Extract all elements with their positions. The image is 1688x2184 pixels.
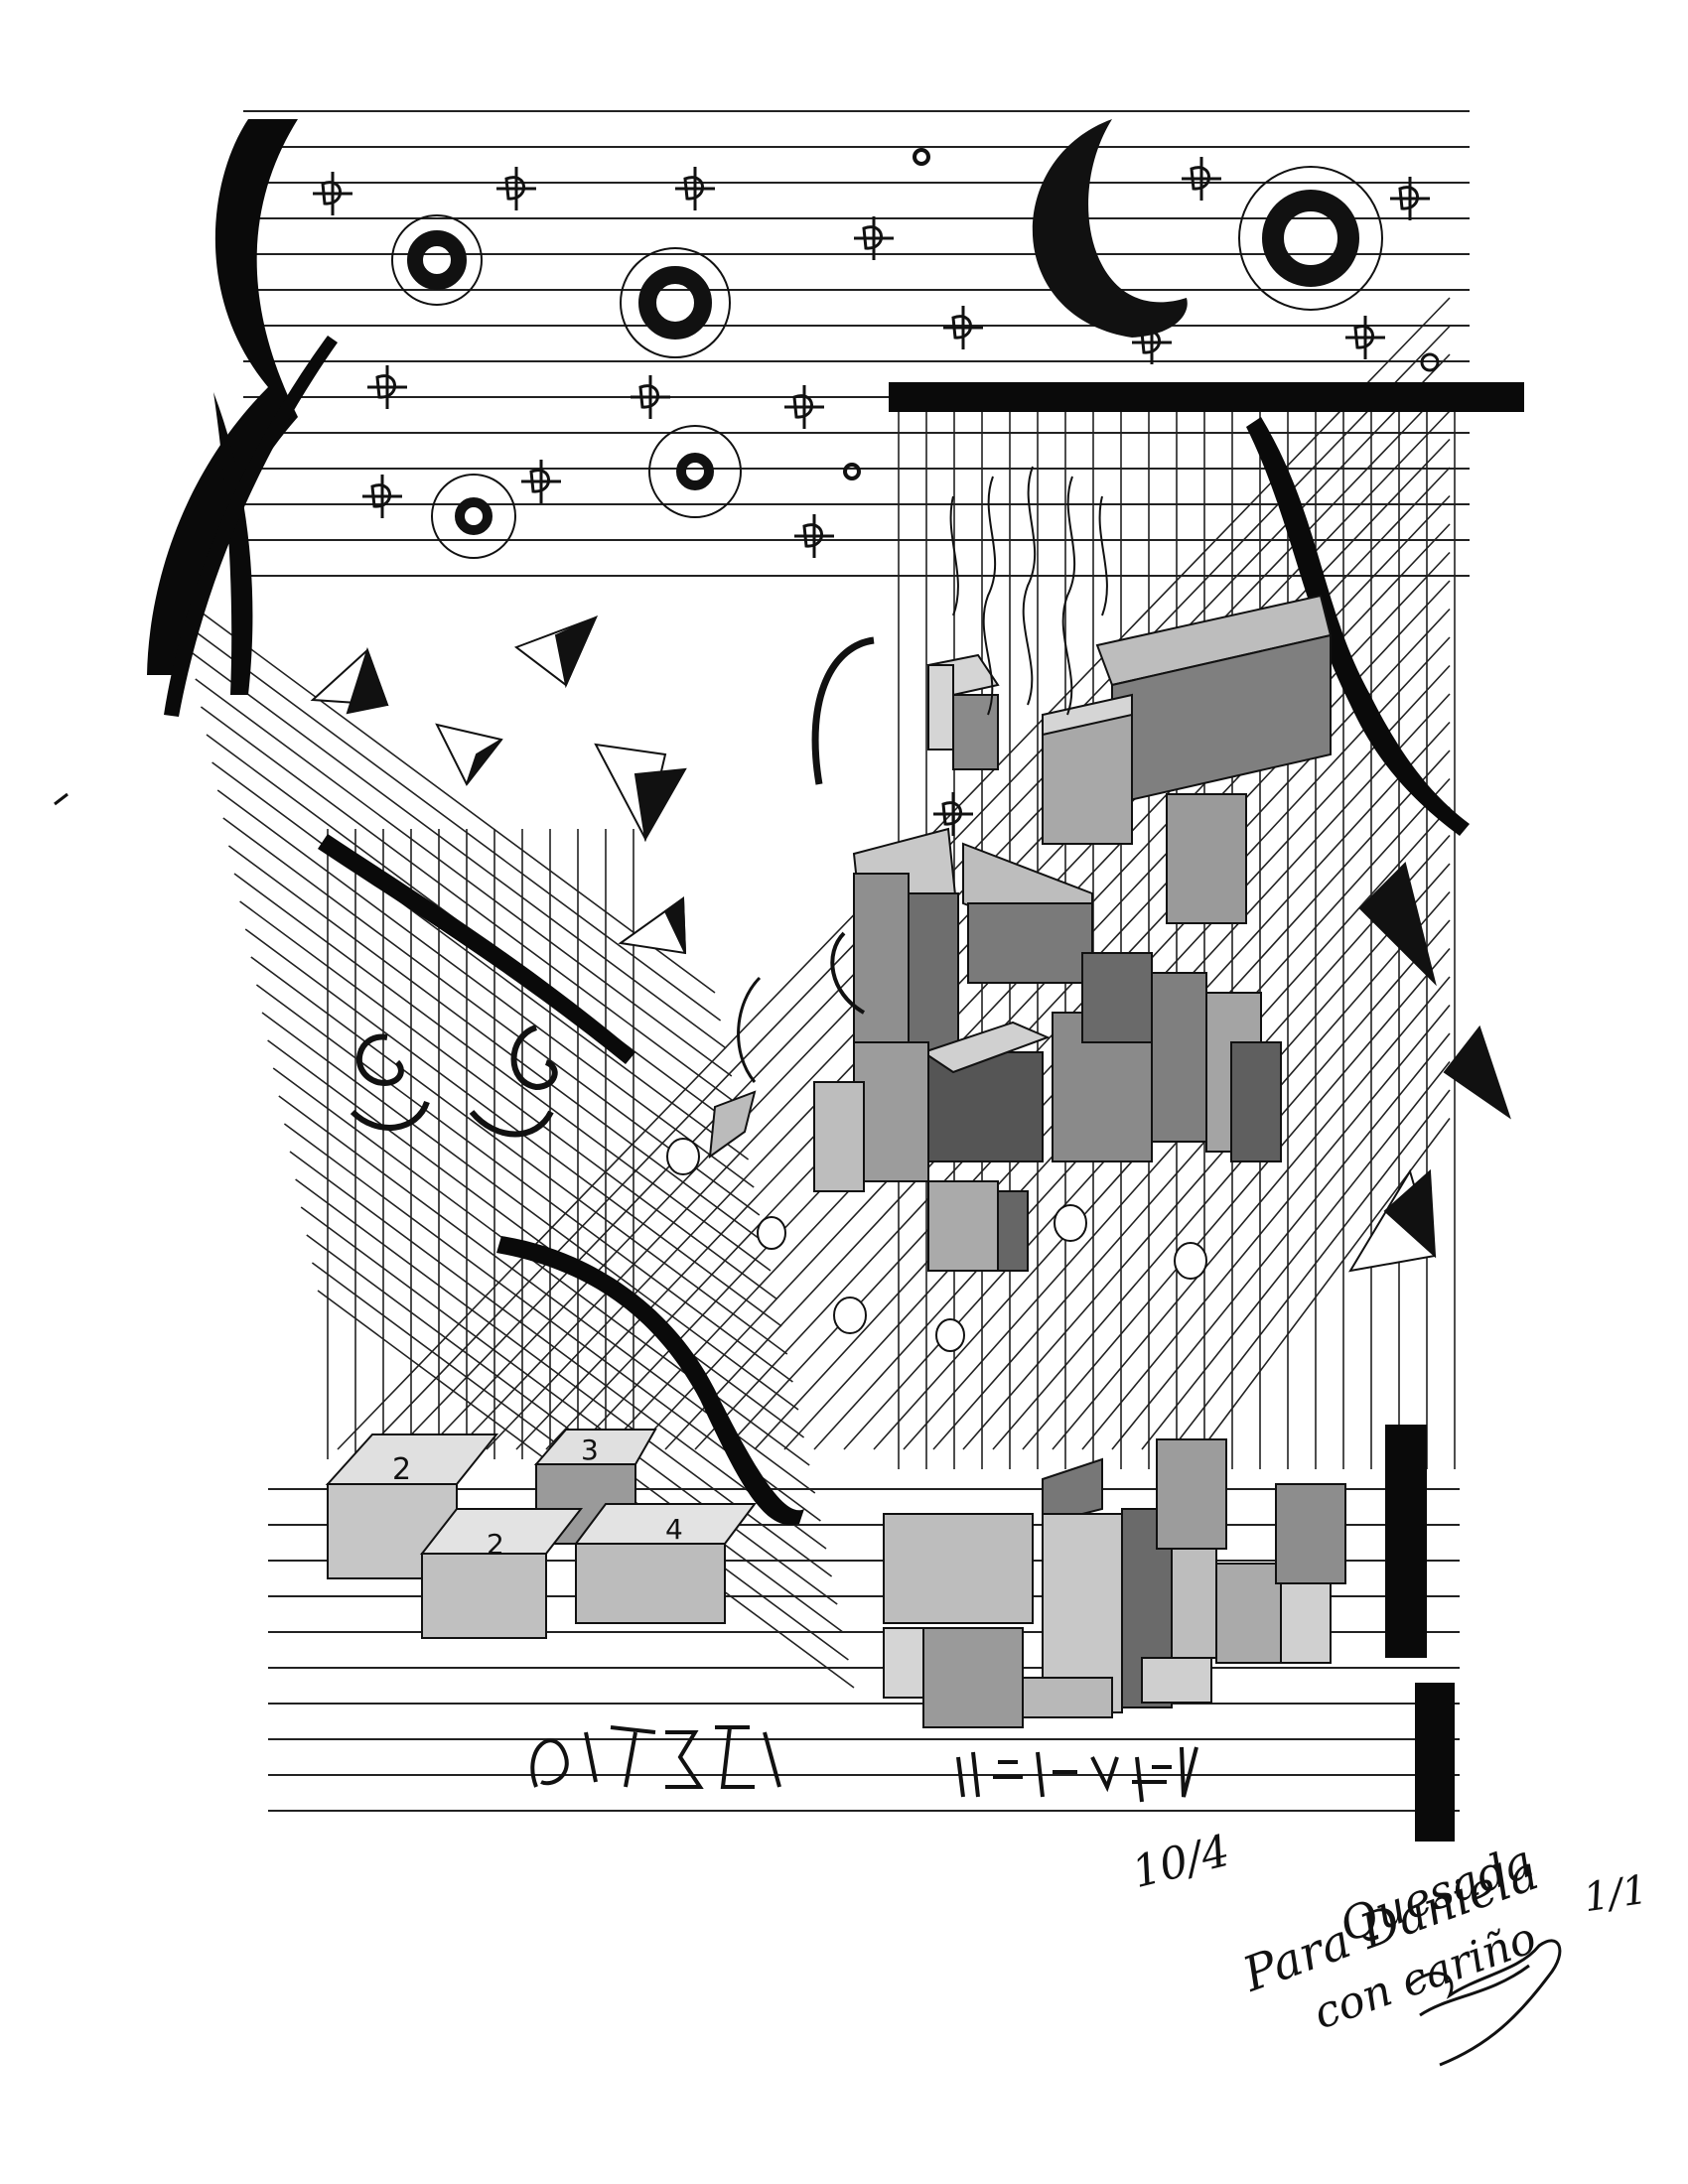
- diagonal-line: [211, 761, 750, 1160]
- star-icon: [1182, 157, 1221, 201]
- diagonal-line: [300, 1206, 838, 1605]
- block-label-2a: 2: [392, 1452, 411, 1487]
- diagonal-line: [289, 1151, 827, 1550]
- diagonal-line: [962, 890, 1451, 1450]
- star-icon: [784, 385, 824, 429]
- star-icon: [1132, 321, 1172, 364]
- signature-scribble: [1408, 1939, 1562, 2067]
- block-cluster: [883, 1438, 1346, 1728]
- star-icon: [854, 216, 894, 260]
- star-icon: [521, 460, 561, 503]
- diagonal-line: [267, 1039, 805, 1438]
- black-curves: [147, 119, 1524, 1842]
- star-icon: [631, 375, 670, 419]
- diagonal-line: [239, 900, 777, 1299]
- glyph-marks: [530, 1725, 1198, 1803]
- smoke-squiggles: [949, 466, 1108, 716]
- star-icon: [933, 792, 973, 836]
- star-icon: [1345, 316, 1385, 359]
- diagonal-line: [261, 1012, 799, 1411]
- block-label-3: 3: [581, 1433, 599, 1466]
- star-icon: [794, 514, 834, 558]
- diagonal-line: [1052, 976, 1451, 1450]
- diagonal-line: [244, 928, 782, 1327]
- diagonal-line: [1081, 1004, 1451, 1450]
- diagonal-line: [189, 650, 727, 1049]
- numbered-blocks: 2 3 2 4: [325, 1429, 757, 1639]
- diagonal-line: [1111, 1032, 1451, 1450]
- diagonal-line: [255, 984, 793, 1383]
- planet-circles: [391, 148, 1440, 559]
- star-scribbles: [313, 157, 1430, 836]
- block-label-2b: 2: [487, 1528, 504, 1561]
- diagonal-line: [992, 919, 1451, 1450]
- swirl-clouds: [350, 1024, 558, 1138]
- diagonal-line: [227, 845, 766, 1244]
- diagonal-line: [195, 678, 733, 1077]
- diagonal-line: [250, 956, 788, 1355]
- star-icon: [362, 475, 402, 518]
- diagonal-line: [233, 873, 772, 1272]
- dedication-count: 1/1: [1581, 1866, 1651, 1922]
- diagonal-line: [178, 595, 716, 994]
- crescent-moon-icon: [1032, 119, 1188, 338]
- star-icon: [1390, 177, 1430, 220]
- star-icon: [675, 167, 715, 210]
- star-icon: [496, 167, 536, 210]
- diagonal-line: [216, 789, 755, 1188]
- star-icon: [367, 365, 407, 409]
- diagonal-line: [200, 706, 738, 1105]
- star-icon: [313, 172, 352, 215]
- block-label-4: 4: [665, 1513, 683, 1546]
- isometric-city: [666, 594, 1333, 1352]
- star-icon: [943, 306, 983, 349]
- pyramids: [310, 615, 1511, 1273]
- diagonal-line: [1200, 1118, 1451, 1450]
- margin-mark: [54, 792, 69, 806]
- diagonal-line: [272, 1067, 810, 1466]
- diagonal-line: [184, 622, 722, 1022]
- diagonal-line: [1171, 1089, 1451, 1450]
- diagonal-line: [932, 863, 1451, 1450]
